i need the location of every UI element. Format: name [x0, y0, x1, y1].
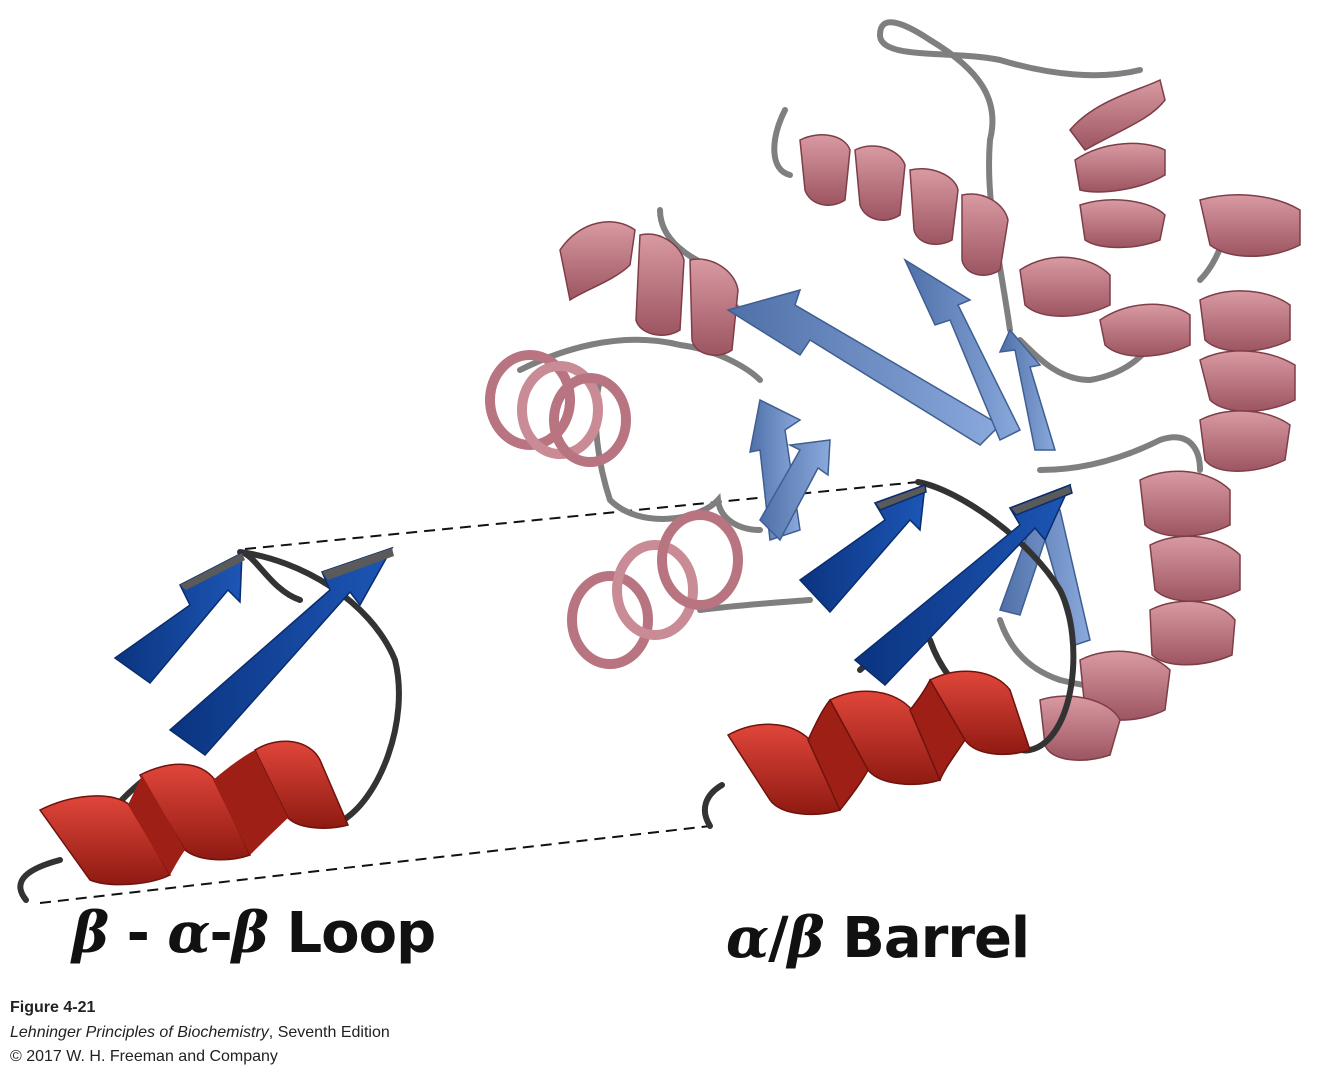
left-strand-1: [113, 551, 243, 685]
book-title: Lehninger Principles of Biochemistry: [10, 1024, 269, 1041]
dash: -: [108, 901, 168, 966]
left-strand-2: [168, 546, 394, 757]
connector-lines: [39, 481, 919, 904]
helix-left-spiral: [485, 350, 631, 467]
loop-word: Loop: [267, 901, 436, 966]
book-edition: , Seventh Edition: [268, 1024, 390, 1041]
barrel-strands-highlight: [798, 483, 1073, 687]
helix-lower-left-spiral: [567, 510, 743, 669]
strand-back-3: [998, 328, 1057, 451]
beta-alpha-beta-loop-label: β - α-β Loop: [72, 900, 436, 966]
strand-back-1: [726, 288, 1002, 446]
strand-back-2: [903, 258, 1022, 442]
barrel-helices: [485, 78, 1301, 761]
barrel-red-helix: [726, 670, 1031, 816]
connector-top: [244, 481, 919, 550]
alpha-symbol: α: [167, 900, 210, 966]
beta-symbol: β: [72, 900, 109, 966]
helix-upper-left: [559, 221, 636, 302]
beta-symbol: β: [231, 900, 269, 966]
alpha-symbol: α: [726, 905, 769, 971]
strand-highlight-1: [798, 483, 926, 614]
book-citation: Lehninger Principles of Biochemistry, Se…: [10, 1024, 390, 1042]
slash: /: [768, 906, 788, 971]
helix-top-right: [1069, 78, 1166, 151]
strand-back-5: [759, 439, 831, 542]
alpha-beta-barrel: [485, 19, 1301, 829]
left-helix: [38, 740, 350, 886]
helix-right-column: [1019, 256, 1111, 317]
alpha-beta-barrel-label: α/β Barrel: [726, 905, 1030, 971]
helix-lower-right: [1139, 470, 1231, 537]
beta-alpha-beta-motif: [17, 546, 402, 903]
barrel-word: Barrel: [823, 906, 1030, 971]
dash: -: [209, 901, 233, 966]
connector-bottom: [39, 825, 711, 904]
barrel-strands-back: [726, 258, 1091, 646]
figure-number: Figure 4-21: [10, 999, 96, 1016]
strand-highlight-2: [853, 483, 1072, 687]
copyright-line: © 2017 W. H. Freeman and Company: [10, 1048, 278, 1065]
helix-top-middle: [799, 134, 851, 206]
beta-symbol: β: [787, 905, 825, 971]
